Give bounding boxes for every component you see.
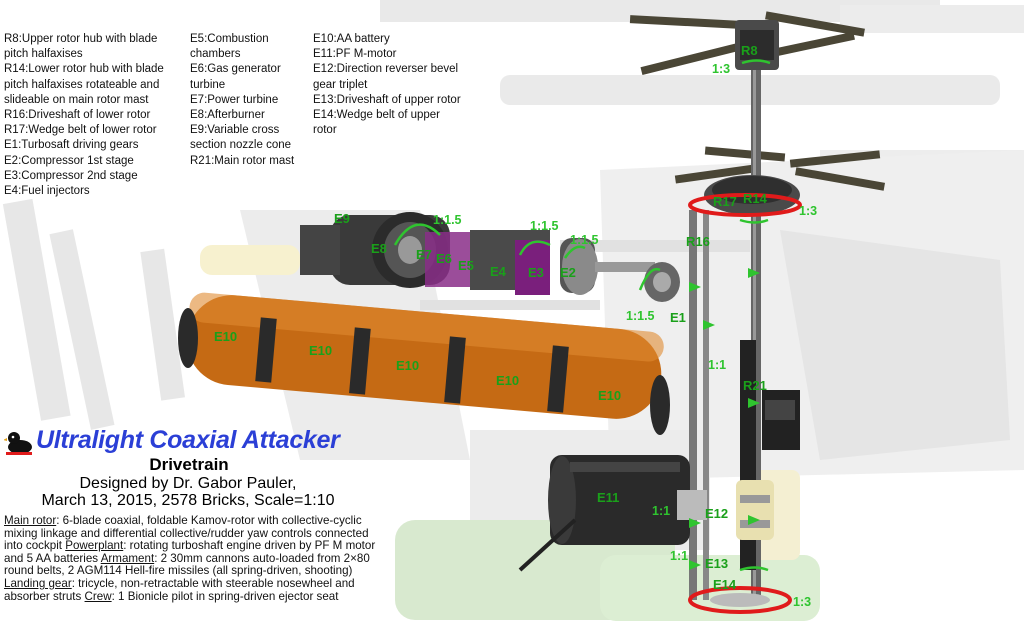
legend-col1-line: R8:Upper rotor hub with blade [4, 33, 158, 45]
lower-rotor-blades [674, 146, 886, 191]
label-r16: R16 [686, 234, 710, 249]
description: Main rotor: 6-blade coaxial, foldable Ka… [4, 514, 386, 603]
legend-col1-line: R16:Driveshaft of lower rotor [4, 109, 151, 122]
legend-column-1: R8:Upper rotor hub with blade pitch halfa… [4, 32, 164, 199]
powerplant-text: : rotating turboshaft engine driven by P… [4, 539, 376, 565]
legend-col3-line: E13:Driveshaft of upper rotor [313, 93, 461, 106]
legend-col2-line: E8:Afterburner [190, 109, 265, 122]
lower-rotor-hub [688, 175, 802, 217]
shaft-arrows [689, 268, 760, 570]
label-e13: E13 [705, 556, 728, 571]
legend-col2-line: E7:Power turbine [190, 93, 279, 106]
landing-gear-text: : tricycle, non-retractable with steerab… [4, 576, 355, 603]
legend-col2-line: E6:Gas generator [190, 63, 281, 76]
label-e9: E9 [334, 211, 350, 226]
label-e2: E2 [560, 265, 576, 280]
legend-col1-line: pitch halfaxises rotateable and [4, 78, 160, 91]
armament-text: : 2 30mm cannons auto-loaded from 2×80 r… [4, 551, 370, 578]
upper-rotor-wedge-belt [688, 586, 792, 614]
label-e10-2: E10 [309, 343, 332, 358]
title-block: Ultralight Coaxial Attacker Drivetrain D… [3, 426, 384, 509]
ratio-bevel: 1:1 [652, 504, 670, 518]
crew-text: : 1 Bionicle pilot in spring-driven ejec… [111, 589, 339, 603]
main-rotor-text: : 6-blade coaxial, foldable Kamov-rotor … [4, 514, 369, 553]
ratio-compressor-2: 1:1.5 [570, 233, 599, 247]
ratio-turboshaft: 1:1.5 [626, 309, 655, 323]
upper-rotor-hub [735, 20, 779, 70]
legend-col1-line: R17:Wedge belt of lower rotor [4, 124, 157, 137]
label-r14: R14 [743, 191, 768, 206]
legend-col2-line: R21:Main rotor mast [190, 154, 295, 167]
label-e14: E14 [713, 577, 737, 592]
label-e10-1: E10 [214, 329, 237, 344]
label-r17: R17 [713, 194, 737, 209]
label-e5: E5 [458, 258, 474, 273]
label-e8: E8 [371, 241, 387, 256]
main-rotor-heading: Main rotor [4, 514, 57, 527]
legend-col1-line: R14:Lower rotor hub with blade [4, 63, 164, 76]
label-e10-4: E10 [496, 373, 519, 388]
aa-battery-pack [178, 292, 670, 435]
ratio-driveshaft-upper: 1:1 [670, 549, 688, 563]
legend-col2-line: section nozzle cone [190, 139, 292, 152]
component-labels: R8 R14 R17 R16 R21 E1 E2 E3 E4 E5 E6 E7 … [214, 43, 768, 592]
legend-col1-line: E2:Compressor 1st stage [4, 154, 134, 167]
credit-line-2: March 13, 2015, 2578 Bricks, Scale=1:10 [41, 492, 335, 509]
legend-col3-line: gear triplet [313, 78, 368, 91]
ratio-upper-hub: 1:3 [712, 62, 730, 76]
legend-col1-line: E4:Fuel injectors [4, 185, 90, 198]
legend-col2-line: chambers [190, 48, 241, 61]
legend-col3-line: E11:PF M-motor [313, 48, 397, 61]
legend-col1-line: E1:Turbosaft driving gears [4, 139, 139, 152]
turboshaft-engine [300, 212, 680, 302]
powerplant-heading: Powerplant [65, 539, 124, 553]
label-e3: E3 [528, 265, 544, 280]
label-e12: E12 [705, 506, 728, 521]
crew-heading: Crew [84, 589, 112, 603]
legend-col3-line: rotor [313, 124, 337, 137]
ratio-driveshaft-lower: 1:1 [708, 358, 726, 372]
legend-col1-line: E3:Compressor 2nd stage [4, 169, 138, 182]
armament-heading: Armament [100, 551, 155, 565]
label-e6: E6 [436, 251, 452, 266]
ratio-lower-hub: 1:3 [799, 204, 817, 218]
label-e7: E7 [416, 247, 432, 262]
rotation-arrows [393, 59, 771, 572]
ratio-upper-belt: 1:3 [793, 595, 811, 609]
label-e10-3: E10 [396, 358, 419, 373]
legend-col2-line: E5:Combustion [190, 33, 269, 45]
legend-col1-line: pitch halfaxises [4, 48, 83, 61]
label-r8: R8 [741, 43, 758, 58]
upper-rotor-blades [629, 11, 865, 75]
landing-gear-heading: Landing gear [4, 576, 72, 590]
duck-icon [3, 427, 34, 455]
legend-col2-line: E9:Variable cross [190, 124, 280, 137]
label-e10-5: E10 [598, 388, 621, 403]
pf-m-motor [518, 455, 707, 572]
page-title: Ultralight Coaxial Attacker [36, 426, 340, 454]
legend-col1-line: slideable on main rotor mast [4, 93, 149, 106]
ratio-compressor-1: 1:1.5 [530, 219, 559, 233]
page-subtitle: Drivetrain [149, 455, 229, 474]
rotor-mast-block [762, 390, 800, 450]
legend-col2-line: turbine [190, 78, 226, 91]
credit-line-1: Designed by Dr. Gabor Pauler, [79, 475, 297, 492]
direction-reverser-bevel-gears [736, 480, 774, 540]
label-r21: R21 [743, 378, 767, 393]
legend-col3-line: E12:Direction reverser bevel [313, 63, 459, 76]
label-e1: E1 [670, 310, 686, 325]
label-e11: E11 [597, 490, 619, 505]
legend-col3-line: E14:Wedge belt of upper [313, 109, 441, 122]
ratio-power-turbine: 1:1.5 [433, 213, 462, 227]
label-e4: E4 [490, 264, 507, 279]
gear-ratio-labels: 1:3 1:3 1:1.5 1:1.5 1:1.5 1:1.5 1:1 1:1 … [433, 62, 817, 609]
legend-col3-line: E10:AA battery [313, 33, 390, 45]
